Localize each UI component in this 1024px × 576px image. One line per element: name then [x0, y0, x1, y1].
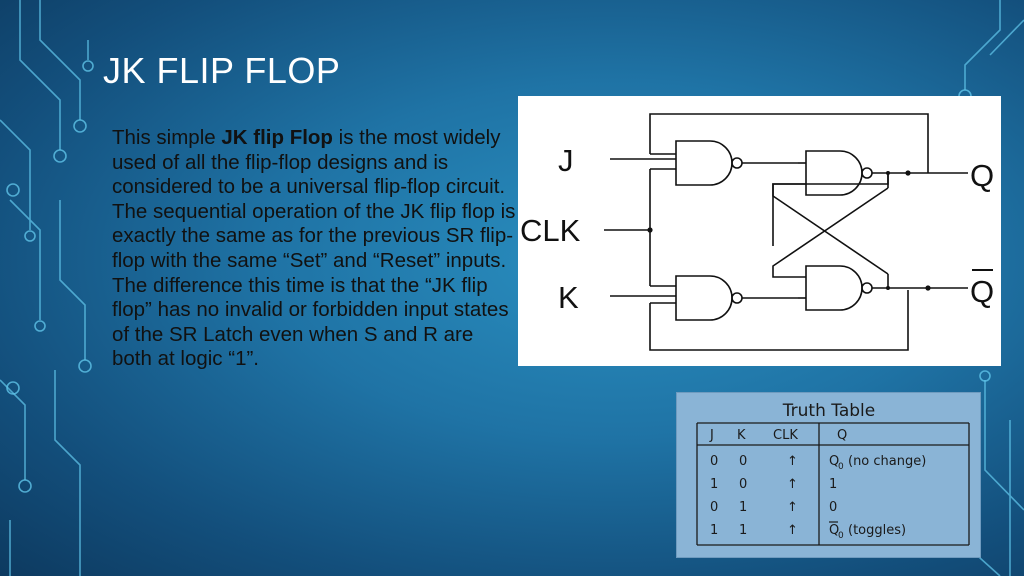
circuit-schematic: J CLK K Q Q	[520, 113, 994, 351]
header-clk: CLK	[773, 428, 798, 443]
truth-table-cell-q-subscript: 0	[838, 462, 844, 472]
truth-table-cell-j: 0	[710, 454, 718, 469]
body-text-main: is the most widely used of all the flip-…	[112, 126, 516, 371]
input-k-label: K	[558, 280, 579, 315]
jk-flip-flop-circuit-diagram: J CLK K Q Q	[518, 96, 1001, 366]
output-q-label: Q	[970, 158, 994, 193]
truth-table-cell-k: 1	[739, 500, 747, 515]
truth-table-cell-clk: ↑	[787, 454, 798, 469]
truth-table-cell-q: Q	[829, 523, 839, 538]
truth-table-cell-k: 0	[739, 477, 747, 492]
input-clk-label: CLK	[520, 213, 581, 248]
body-text-bold-term: JK flip Flop	[221, 126, 333, 149]
input-j-label: J	[558, 143, 574, 178]
truth-table-cell-clk: ↑	[787, 477, 798, 492]
header-j: J	[709, 428, 714, 443]
truth-table-cell-k: 1	[739, 523, 747, 538]
truth-table-cell-j: 0	[710, 500, 718, 515]
truth-table-cell-j: 1	[710, 523, 718, 538]
truth-table-cell-q: 1	[829, 477, 837, 492]
truth-table-cell-q-note: (toggles)	[848, 523, 906, 538]
truth-table-cell-q: 0	[829, 500, 837, 515]
truth-table-cell-clk: ↑	[787, 523, 798, 538]
truth-table-cell-q-note: (no change)	[848, 454, 926, 469]
truth-table-cell-k: 0	[739, 454, 747, 469]
truth-table-cell-q: Q	[829, 454, 839, 469]
slide-title: JK FLIP FLOP	[103, 50, 341, 91]
truth-table-cell-q-subscript: 0	[838, 531, 844, 541]
truth-table-cell-clk: ↑	[787, 500, 798, 515]
header-k: K	[737, 428, 746, 443]
truth-table-cell-j: 1	[710, 477, 718, 492]
truth-table-title: Truth Table	[782, 401, 875, 421]
slide-body-text: This simple JK flip Flop is the most wid…	[112, 126, 517, 372]
output-q-bar-label: Q	[970, 274, 994, 309]
header-q: Q	[837, 428, 847, 443]
body-text-intro: This simple	[112, 126, 222, 149]
